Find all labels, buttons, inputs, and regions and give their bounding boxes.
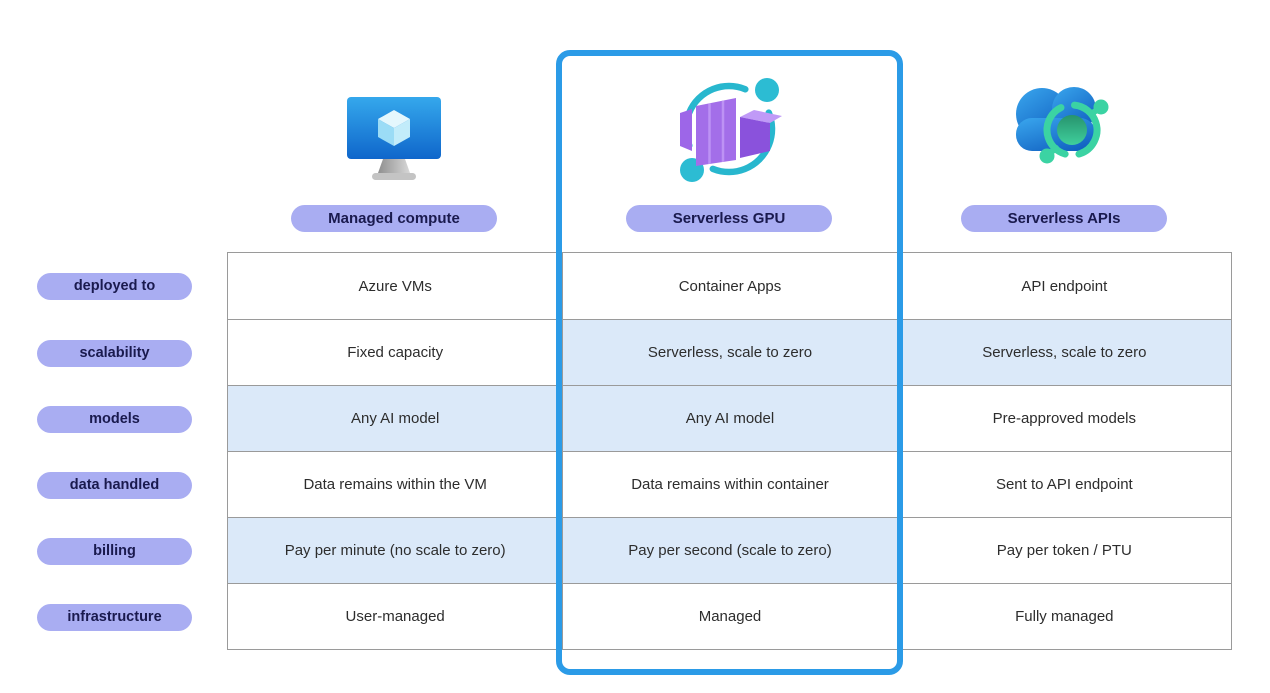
- comparison-table: Azure VMs Container Apps API endpoint Fi…: [227, 252, 1232, 650]
- cloud-api-icon: [1016, 87, 1109, 164]
- column-pill-serverless-gpu: Serverless GPU: [626, 205, 832, 232]
- cell-scalability-serverless-apis: Serverless, scale to zero: [896, 319, 1231, 385]
- row-pill-infrastructure: infrastructure: [37, 604, 192, 631]
- cell-models-managed-compute: Any AI model: [228, 385, 563, 451]
- cell-models-serverless-apis: Pre-approved models: [896, 385, 1231, 451]
- cell-infrastructure-managed-compute: User-managed: [228, 583, 563, 649]
- cell-data-handled-managed-compute: Data remains within the VM: [228, 451, 563, 517]
- cell-infrastructure-serverless-apis: Fully managed: [896, 583, 1231, 649]
- cell-scalability-managed-compute: Fixed capacity: [228, 319, 563, 385]
- cell-scalability-serverless-gpu: Serverless, scale to zero: [562, 319, 897, 385]
- row-pill-data-handled: data handled: [37, 472, 192, 499]
- cell-data-handled-serverless-gpu: Data remains within container: [562, 451, 897, 517]
- column-pill-managed-compute: Managed compute: [291, 205, 497, 232]
- cell-models-serverless-gpu: Any AI model: [562, 385, 897, 451]
- row-pill-models: models: [37, 406, 192, 433]
- cell-deployed-to-serverless-gpu: Container Apps: [562, 253, 897, 319]
- azure-vm-icon: [347, 97, 441, 180]
- row-pill-deployed-to: deployed to: [37, 273, 192, 300]
- cell-data-handled-serverless-apis: Sent to API endpoint: [896, 451, 1231, 517]
- cell-deployed-to-serverless-apis: API endpoint: [896, 253, 1231, 319]
- row-pill-scalability: scalability: [37, 340, 192, 367]
- column-pill-serverless-apis: Serverless APIs: [961, 205, 1167, 232]
- row-pill-billing: billing: [37, 538, 192, 565]
- container-apps-icon: [680, 78, 782, 182]
- cell-billing-managed-compute: Pay per minute (no scale to zero): [228, 517, 563, 583]
- cell-billing-serverless-gpu: Pay per second (scale to zero): [562, 517, 897, 583]
- cell-infrastructure-serverless-gpu: Managed: [562, 583, 897, 649]
- cell-billing-serverless-apis: Pay per token / PTU: [896, 517, 1231, 583]
- cell-deployed-to-managed-compute: Azure VMs: [228, 253, 563, 319]
